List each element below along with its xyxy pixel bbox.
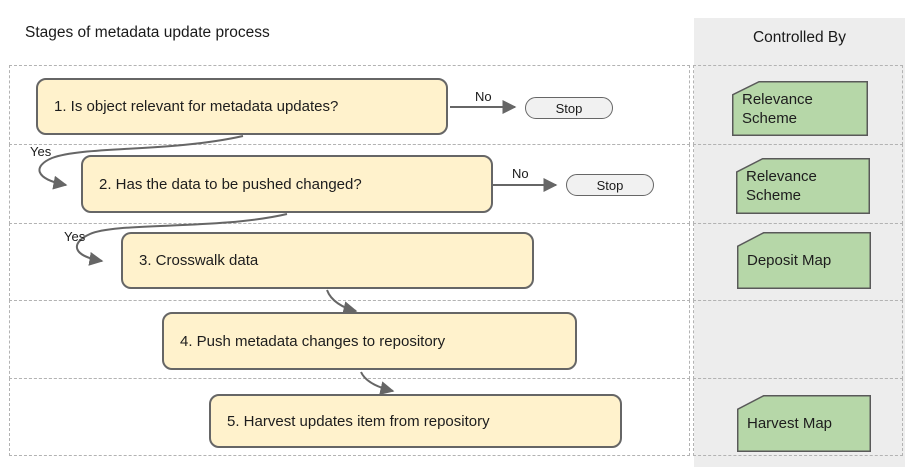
card-shape [736, 158, 870, 214]
stop-terminator-2: Stop [566, 174, 654, 196]
controller-card-label: Deposit Map [747, 252, 832, 269]
card-shape [732, 81, 868, 136]
panel-lane-row-4 [693, 300, 903, 379]
flow-lane-row-5 [9, 378, 690, 456]
card-shape [737, 395, 871, 452]
no-label-2: No [512, 166, 529, 181]
no-label-1: No [475, 89, 492, 104]
controller-card-label: Harvest Map [747, 415, 833, 432]
controller-card-deposit-map: Deposit Map [737, 232, 871, 289]
controlled-by-header: Controlled By [752, 29, 847, 46]
yes-label-2: Yes [64, 229, 86, 244]
step-box-1: 1. Is object relevant for metadata updat… [36, 78, 448, 135]
controller-card-relevance-scheme-2: Relevance Scheme [736, 158, 870, 214]
yes-label-1: Yes [30, 144, 52, 159]
diagram-title: Stages of metadata update process [25, 24, 270, 41]
step-box-2: 2. Has the data to be pushed changed? [81, 155, 493, 213]
controller-card-label: Relevance Scheme [746, 168, 817, 204]
stop-terminator-1: Stop [525, 97, 613, 119]
step-box-3: 3. Crosswalk data [121, 232, 534, 289]
card-shape [737, 232, 871, 289]
controller-card-harvest-map: Harvest Map [737, 395, 871, 452]
controller-card-relevance-scheme-1: Relevance Scheme [732, 81, 868, 136]
panel-lane-row-5 [693, 378, 903, 456]
controller-card-label: Relevance Scheme [742, 90, 813, 127]
step-box-5: 5. Harvest updates item from repository [209, 394, 622, 448]
step-box-4: 4. Push metadata changes to repository [162, 312, 577, 370]
